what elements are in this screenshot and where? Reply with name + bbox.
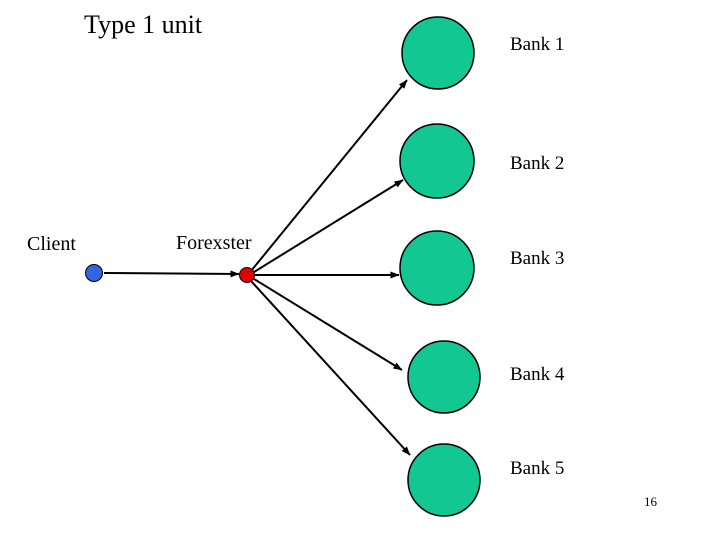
edge-client-to-hub (103, 270, 240, 278)
bank-label-4: Bank 4 (510, 364, 565, 385)
page-number: 16 (644, 494, 657, 509)
client-node[interactable] (85, 264, 103, 282)
forexster-label: Forexster (176, 232, 252, 254)
bank-node-3[interactable] (399, 230, 475, 306)
bank-label-5: Bank 5 (510, 458, 565, 479)
bank-node-5[interactable] (407, 443, 481, 517)
edge-hub-to-bank-1 (250, 79, 408, 272)
client-label: Client (27, 233, 76, 255)
bank-nodes-group (399, 16, 481, 517)
bank-node-4[interactable] (407, 340, 481, 414)
bank-label-2: Bank 2 (510, 153, 565, 174)
edge-hub-to-bank-2 (253, 179, 404, 273)
bank-label-1: Bank 1 (510, 34, 565, 55)
edges-group (103, 79, 411, 456)
bank-node-1[interactable] (401, 16, 475, 90)
bank-node-2[interactable] (399, 123, 475, 199)
forexster-hub-node[interactable] (239, 267, 255, 283)
edge-hub-to-bank-5 (250, 280, 411, 456)
page-title: Type 1 unit (84, 10, 203, 39)
bank-label-3: Bank 3 (510, 248, 565, 269)
edge-hub-to-bank-4 (253, 278, 403, 371)
endpoint-nodes-group (85, 264, 255, 283)
